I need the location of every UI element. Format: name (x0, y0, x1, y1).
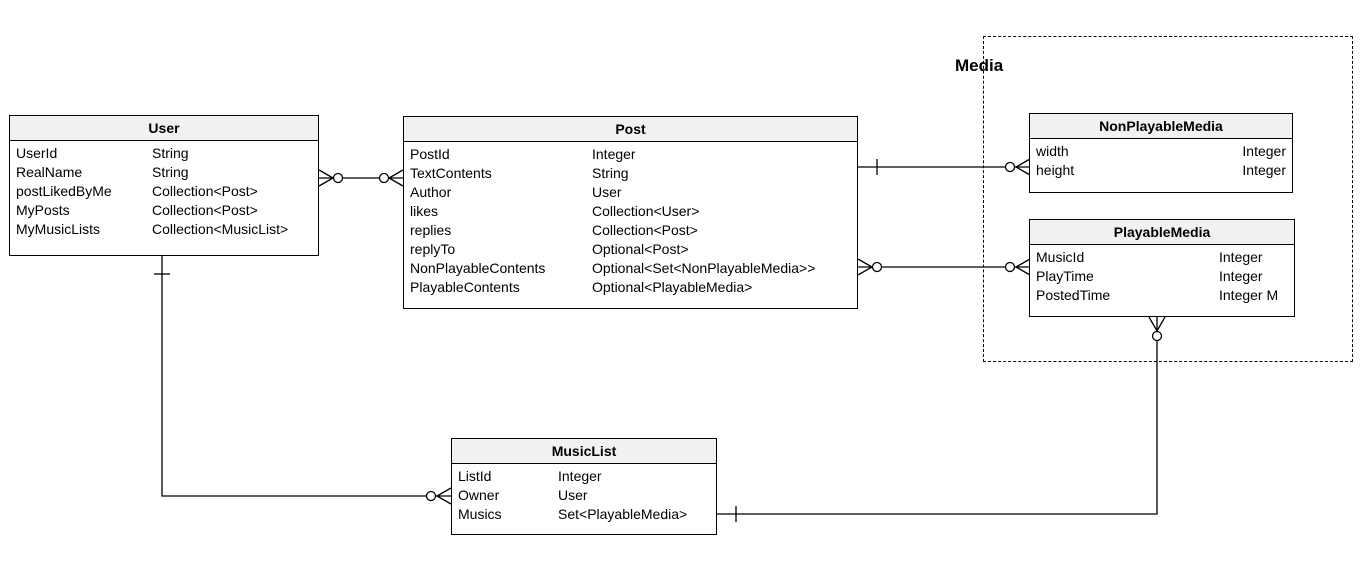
attribute-type: String (152, 145, 189, 161)
attribute-type: Collection<User> (592, 203, 700, 219)
attribute-name: Musics (458, 506, 502, 522)
attribute-name: ListId (458, 468, 492, 484)
attribute-type: User (592, 184, 622, 200)
attribute-type: Integer (1242, 143, 1286, 159)
attribute-type: Optional<PlayableMedia> (592, 279, 753, 295)
entity-header: NonPlayableMedia (1030, 114, 1292, 139)
attribute-type: Collection<Post> (152, 202, 258, 218)
entity-header: MusicList (452, 439, 716, 464)
entity-musiclist[interactable]: MusicList ListId Integer Owner User Musics… (451, 438, 717, 535)
attribute-type: Integer (1219, 249, 1263, 265)
entity-header: PlayableMedia (1030, 220, 1294, 245)
attribute-name: replyTo (410, 241, 456, 257)
media-group-boundary (983, 36, 1353, 362)
attribute-name: Author (410, 184, 452, 200)
attribute-name: MyMusicLists (16, 221, 101, 237)
attribute-row: PostedTime Integer M (1030, 286, 1294, 305)
attribute-name: PostedTime (1036, 287, 1111, 303)
attribute-type: Set<PlayableMedia> (558, 506, 688, 522)
zero-marker-post-side (871, 261, 883, 273)
attribute-row: PlayTime Integer (1030, 267, 1294, 286)
attribute-name: MusicId (1036, 249, 1085, 265)
zero-marker-media-side (1151, 330, 1163, 342)
attribute-row: postLikedByMe Collection<Post> (10, 182, 318, 201)
attribute-name: RealName (16, 164, 83, 180)
attribute-type: String (152, 164, 189, 180)
attribute-name: postLikedByMe (16, 183, 112, 199)
attribute-type: String (592, 165, 629, 181)
attribute-row: Author User (404, 183, 857, 202)
crow-foot-musiclist-side (435, 487, 452, 505)
attribute-type: Optional<Post> (592, 241, 689, 257)
zero-marker-musiclist-side (425, 490, 437, 502)
crow-foot-media-side (1014, 258, 1031, 276)
rel-user-post (318, 169, 404, 187)
attribute-type: Collection<Post> (152, 183, 258, 199)
rel-user-musiclist (154, 256, 452, 505)
attribute-row: replyTo Optional<Post> (404, 240, 857, 259)
attribute-name: PostId (410, 146, 450, 162)
entity-header: User (10, 116, 318, 141)
attribute-name: height (1036, 162, 1075, 178)
attribute-row: UserId String (10, 144, 318, 163)
attribute-name: Owner (458, 487, 500, 503)
crow-foot-media-side (1014, 158, 1031, 176)
attribute-type: Collection<MusicList> (152, 221, 289, 237)
zero-marker-post-side (378, 172, 390, 184)
attribute-row: likes Collection<User> (404, 202, 857, 221)
rel-post-playablemedia (857, 258, 1031, 276)
attribute-row: ListId Integer (452, 467, 716, 486)
attribute-row: MusicId Integer (1030, 248, 1294, 267)
attribute-row: replies Collection<Post> (404, 221, 857, 240)
attribute-type: Integer M (1219, 287, 1279, 303)
attribute-row: NonPlayableContents Optional<Set<NonPlaya… (404, 259, 857, 278)
attribute-row: height Integer (1030, 161, 1292, 180)
attribute-name: NonPlayableContents (410, 260, 546, 276)
attribute-type: Optional<Set<NonPlayableMedia>> (592, 260, 816, 276)
zero-marker-media-side (1004, 261, 1016, 273)
attribute-type: Integer (592, 146, 636, 162)
attribute-type: User (558, 487, 588, 503)
attribute-name: MyPosts (16, 202, 70, 218)
media-group-title: Media (955, 56, 1004, 75)
zero-marker-user-side (332, 172, 344, 184)
attribute-name: PlayTime (1036, 268, 1094, 284)
attribute-row: PostId Integer (404, 145, 857, 164)
attribute-row: Musics Set<PlayableMedia> (452, 505, 716, 524)
attribute-type: Integer (1242, 162, 1286, 178)
attribute-name: likes (410, 203, 439, 219)
attribute-type: Integer (1219, 268, 1263, 284)
rel-post-nonplayablemedia (858, 158, 1031, 176)
attribute-row: TextContents String (404, 164, 857, 183)
attribute-row: PlayableContents Optional<PlayableMedia> (404, 278, 857, 297)
attribute-row: RealName String (10, 163, 318, 182)
attribute-type: Collection<Post> (592, 222, 698, 238)
attribute-name: PlayableContents (410, 279, 520, 295)
attribute-row: MyMusicLists Collection<MusicList> (10, 220, 318, 239)
entity-header: Post (404, 117, 857, 142)
attribute-name: replies (410, 222, 452, 238)
attribute-name: UserId (16, 145, 58, 161)
attribute-name: TextContents (410, 165, 492, 181)
entity-post[interactable]: Post PostId Integer TextContents String Au… (403, 116, 858, 309)
zero-marker-media-side (1004, 161, 1016, 173)
attribute-row: width Integer (1030, 142, 1292, 161)
rel-musiclist-playablemedia (717, 316, 1166, 522)
attribute-name: width (1036, 143, 1069, 159)
attribute-row: Owner User (452, 486, 716, 505)
attribute-type: Integer (558, 468, 602, 484)
attribute-row: MyPosts Collection<Post> (10, 201, 318, 220)
